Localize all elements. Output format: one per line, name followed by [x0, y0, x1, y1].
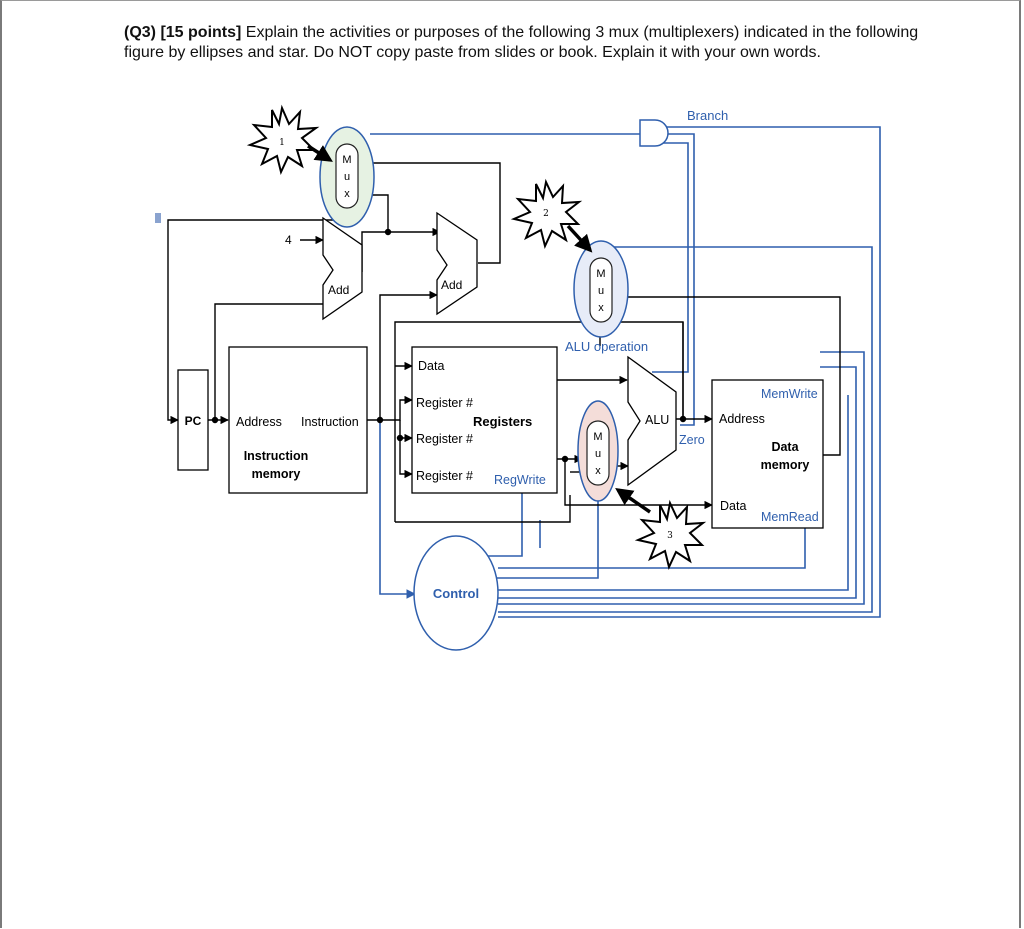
regwrite-label: RegWrite [494, 473, 546, 487]
dm-address-label: Address [719, 412, 765, 426]
alu: ALU Zero [627, 355, 705, 487]
mux-3-m: M [593, 431, 602, 443]
star-2-number: 2 [543, 209, 549, 219]
im-title-2: memory [252, 467, 301, 481]
memread-label: MemRead [761, 510, 819, 524]
im-title-1: Instruction [244, 449, 309, 463]
mux-2-u: u [598, 285, 604, 297]
pc-register: PC [177, 369, 209, 471]
register-file: Data Register # Registers Register # Reg… [411, 346, 558, 494]
adder-1-label: Add [328, 283, 349, 297]
mux-3-u: u [595, 448, 601, 460]
dm-data-label: Data [720, 499, 746, 513]
im-instruction-label: Instruction [301, 415, 359, 429]
adder-2: Add [436, 211, 478, 316]
zero-label: Zero [679, 433, 705, 447]
star-1-number: 1 [279, 138, 285, 148]
memwrite-label: MemWrite [761, 387, 818, 401]
reg-register-1: Register # [416, 396, 473, 410]
reg-register-2: Register # [416, 432, 473, 446]
dm-title-2: memory [761, 458, 810, 472]
star-3-icon: 3 [615, 488, 707, 570]
im-address-label: Address [236, 415, 282, 429]
mux-1: M u x [319, 126, 375, 228]
mux-3-x: x [595, 465, 601, 477]
mux-3: M u x [577, 400, 619, 502]
mux-2: M u x [573, 240, 629, 338]
star-1-icon: 1 [246, 104, 333, 175]
data-memory: MemWrite Address Data memory Data MemRea… [711, 379, 824, 529]
data-wires [167, 158, 841, 523]
instruction-memory: Address Instruction Instruction memory [228, 346, 368, 494]
question-body: Explain the activities or purposes of th… [124, 24, 919, 61]
question-text: (Q3) [15 points] Explain the activities … [124, 23, 924, 63]
control-unit: Control [413, 535, 499, 651]
reg-data-label: Data [418, 359, 444, 373]
pc-label: PC [185, 414, 202, 428]
alu-label: ALU [645, 413, 669, 427]
adder-2-label: Add [441, 278, 462, 292]
mux-2-x: x [598, 302, 604, 314]
mux-1-m: M [342, 154, 351, 166]
mux-1-u: u [344, 171, 350, 183]
alu-operation-label: ALU operation [565, 339, 648, 354]
control-wires [155, 126, 881, 618]
control-label: Control [433, 586, 479, 601]
adder-1: Add 4 [285, 216, 363, 321]
star-2-icon: 2 [510, 178, 593, 253]
dm-title-1: Data [771, 440, 799, 454]
branch-and-gate [639, 119, 669, 147]
mux-1-x: x [344, 188, 350, 200]
question-points: (Q3) [15 points] [124, 24, 242, 41]
reg-register-3: Register # [416, 469, 473, 483]
star-3-number: 3 [667, 531, 673, 541]
registers-title: Registers [473, 414, 532, 429]
branch-label: Branch [687, 108, 728, 123]
mux-2-m: M [596, 268, 605, 280]
constant-four: 4 [285, 233, 292, 247]
